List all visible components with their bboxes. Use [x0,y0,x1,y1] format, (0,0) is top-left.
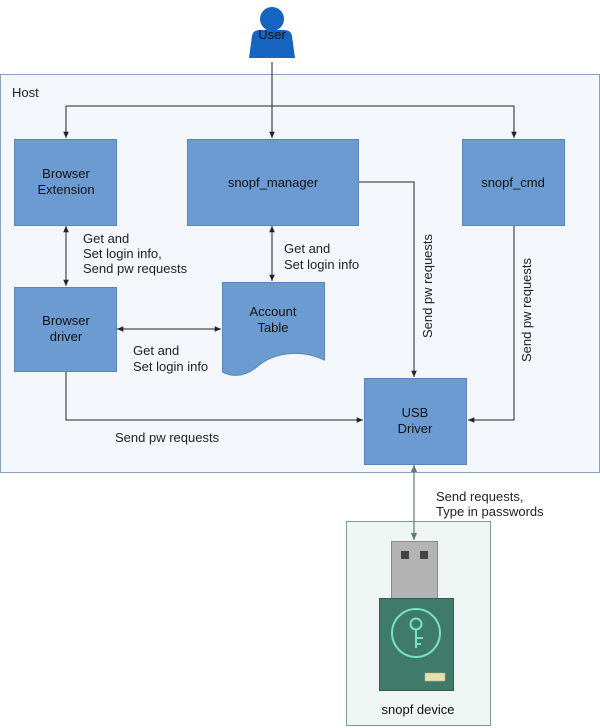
edge-label-manager-table: Get and Set login info [284,241,359,272]
browser-extension-box[interactable]: Browser Extension [14,139,117,226]
user-label: User [258,27,286,42]
connector-driver-usb [65,372,363,423]
edge-label-line: Set login info [133,359,208,374]
snopf-cmd-box[interactable]: snopf_cmd [462,139,565,226]
edge-label-usb-device: Send requests, Type in passwords [436,489,544,519]
edge-label-line: Set login info [284,257,359,272]
edge-label-line: Send requests, [436,489,523,504]
browser-driver-box[interactable]: Browser driver [14,287,117,372]
edge-label-line: Get and [284,241,330,256]
user-actor[interactable]: User [249,7,295,58]
edge-label-driver-table: Get and Set login info [133,343,208,374]
edge-label-cmd-usb: Send pw requests [519,257,534,362]
edge-label-line: Type in passwords [436,504,544,519]
account-table-line2: Table [257,320,288,335]
snopf-manager-box[interactable]: snopf_manager [187,139,359,226]
snopf-manager-label: snopf_manager [228,175,319,190]
edge-label-manager-usb: Send pw requests [420,233,435,338]
browser-driver-line1: Browser [42,313,90,328]
edge-label-line: Get and [133,343,179,358]
usb-stick-icon[interactable] [379,541,454,691]
browser-driver-line2: driver [50,329,83,344]
connectors [63,62,517,540]
account-table-line1: Account [250,304,297,319]
snopf-cmd-label: snopf_cmd [481,175,545,190]
key-logo-icon [391,608,441,658]
device-label: snopf device [382,702,455,717]
edge-label-extension-driver: Get and Set login info, Send pw requests [83,231,188,276]
browser-extension-line2: Extension [37,182,94,197]
connector-manager-usb [359,181,417,377]
edge-label-line: Set login info, [83,246,162,261]
edge-label-driver-usb: Send pw requests [115,430,220,445]
connector-cmd-usb [468,226,515,423]
account-table-box[interactable]: Account Table [222,282,325,376]
usb-driver-line1: USB [402,405,429,420]
host-label: Host [12,85,39,100]
usb-driver-line2: Driver [398,421,433,436]
browser-extension-line1: Browser [42,166,90,181]
user-icon [249,7,295,58]
edge-label-line: Get and [83,231,129,246]
edge-label-line: Send pw requests [83,261,188,276]
usb-driver-box[interactable]: USB Driver [364,378,467,465]
